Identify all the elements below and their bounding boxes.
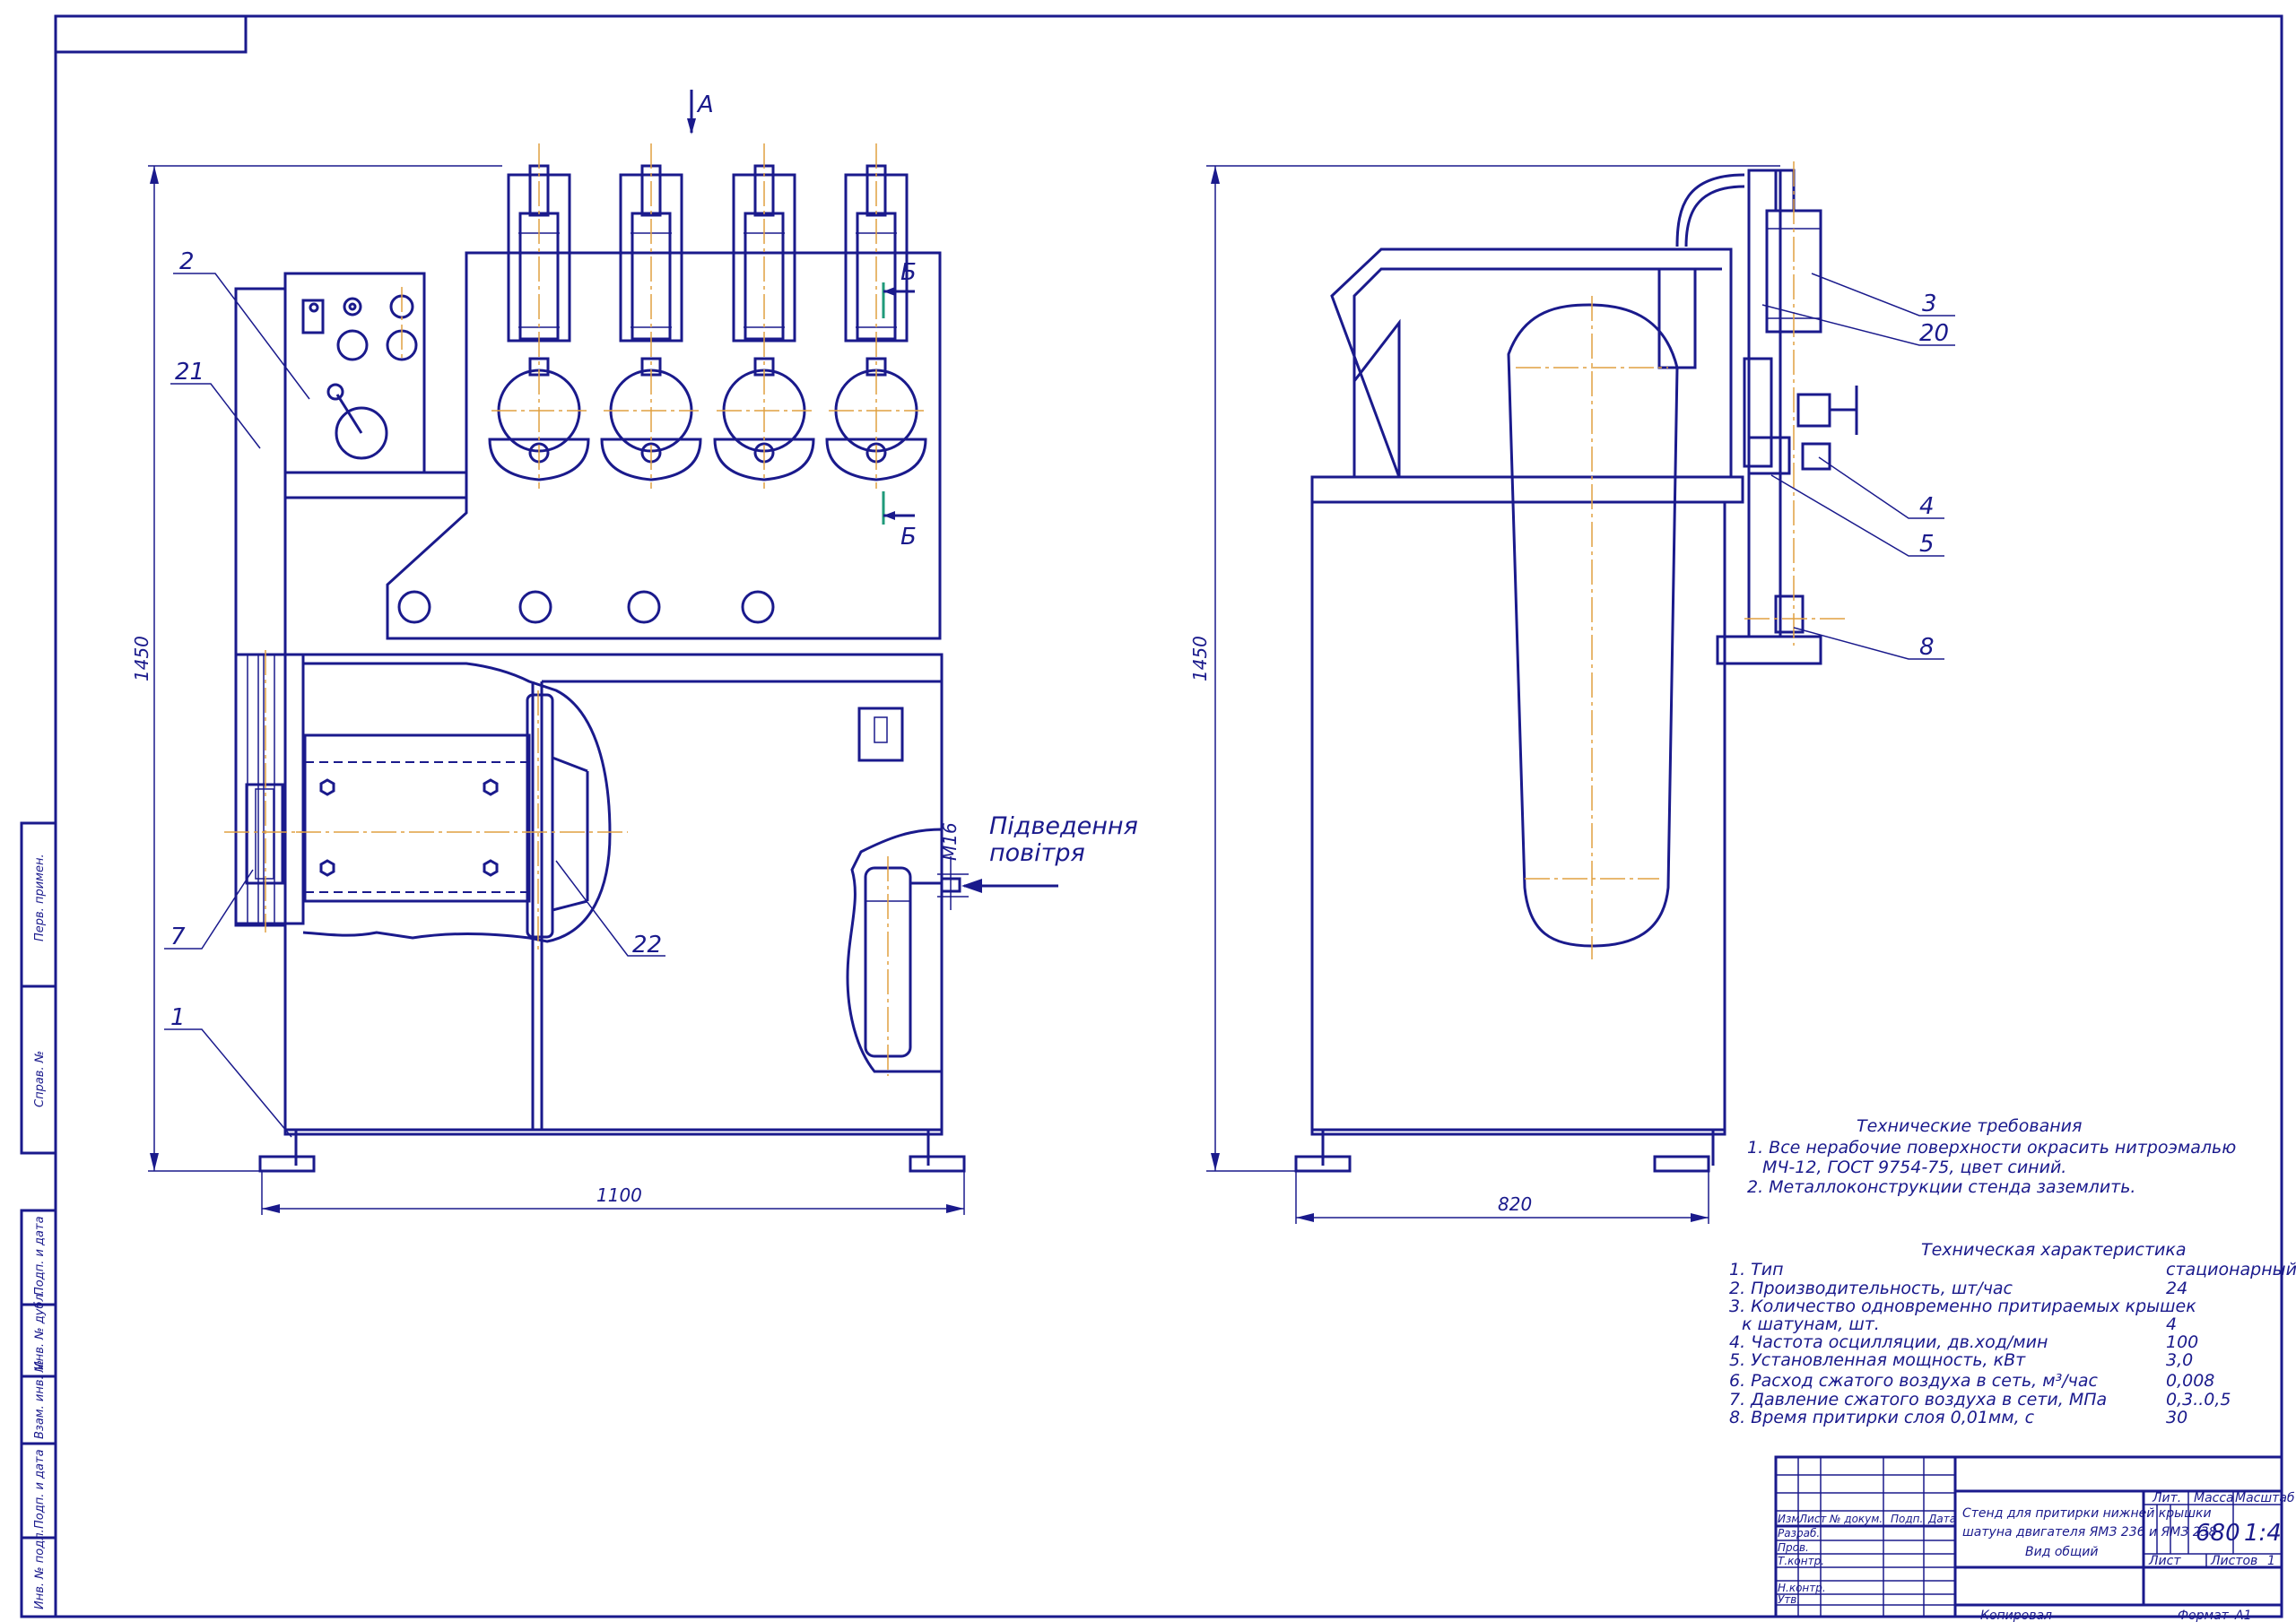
air-supply-line2: повітря bbox=[989, 839, 1085, 867]
tb-scale: 1:4 bbox=[2244, 1520, 2282, 1547]
stamp-inv-dubl: Инв. № дубл. bbox=[33, 1290, 47, 1370]
tb-role-appr: Утв. bbox=[1778, 1593, 1800, 1606]
tb-col-scale: Масштаб bbox=[2235, 1491, 2295, 1505]
pos-21-label: 21 bbox=[175, 359, 204, 386]
lapping-unit-2 bbox=[600, 143, 702, 489]
tb-hdr-list: Лист bbox=[1798, 1513, 1827, 1525]
fitting-dim: М16 bbox=[939, 822, 961, 861]
front-width-dim: 1100 bbox=[596, 1184, 642, 1206]
tb-hdr-date: Дата bbox=[1927, 1513, 1956, 1525]
tb-name-line-2: шатуна двигателя ЯМЗ 236 и ЯМЗ 238 bbox=[1962, 1525, 2217, 1540]
lapping-unit-4 bbox=[825, 143, 927, 489]
spec-value: 4 bbox=[2166, 1314, 2177, 1334]
pos-20-label: 20 bbox=[1919, 320, 1949, 347]
requirement-line-1: 1. Все нерабочие поверхности окрасить ни… bbox=[1747, 1138, 2236, 1158]
pos-2-label: 2 bbox=[179, 248, 195, 275]
spec-label: 1. Тип bbox=[1729, 1260, 1784, 1279]
spec-label: 3. Количество одновременно притираемых к… bbox=[1729, 1297, 2196, 1316]
tb-hdr-izm: Изм bbox=[1778, 1513, 1799, 1525]
tb-sheets-count: 1 bbox=[2267, 1554, 2275, 1568]
pos-3-label: 3 bbox=[1922, 291, 1937, 317]
spec-label: 7. Давление сжатого воздуха в сети, МПа bbox=[1729, 1390, 2107, 1409]
front-height-dim: 1450 bbox=[131, 636, 152, 681]
spec-label: 2. Производительность, шт/час bbox=[1729, 1279, 2013, 1298]
tb-col-lit: Лит. bbox=[2152, 1491, 2181, 1505]
side-height-dim: 1450 bbox=[1189, 636, 1211, 681]
spec-value: 0,3..0,5 bbox=[2166, 1390, 2231, 1409]
tb-hdr-sign: Подп. bbox=[1891, 1513, 1923, 1525]
tb-hdr-doc: № докум. bbox=[1829, 1513, 1883, 1525]
stamp-podp-data-1: Подп. и дата bbox=[33, 1216, 47, 1296]
stamp-sprav: Справ. № bbox=[33, 1051, 47, 1107]
pos-4-label: 4 bbox=[1919, 493, 1935, 520]
title-block: Изм Лист № докум. Подп. Дата Разраб. Про… bbox=[1774, 1455, 2295, 1622]
drawing-frame bbox=[54, 14, 2283, 1618]
requirements-title: Технические требования bbox=[1857, 1116, 2082, 1136]
spec-value: стационарный bbox=[2166, 1260, 2296, 1279]
spec-label: 4. Частота осцилляции, дв.ход/мин bbox=[1729, 1332, 2048, 1352]
spec-label: к шатунам, шт. bbox=[1742, 1314, 1880, 1334]
tb-role-ncontr: Н.контр. bbox=[1778, 1582, 1826, 1594]
pos-1-label: 1 bbox=[170, 1004, 186, 1031]
spec-rows: 1. Тип стационарный 2. Производительность,… bbox=[1729, 1260, 2296, 1427]
requirement-line-2: МЧ-12, ГОСТ 9754-75, цвет синий. bbox=[1762, 1158, 2066, 1177]
stamp-podp-data-2: Подп. и дата bbox=[33, 1449, 47, 1529]
view-a-label: А bbox=[696, 91, 714, 118]
lapping-unit-3 bbox=[713, 143, 815, 489]
lapping-unit-1 bbox=[488, 143, 590, 489]
spec-value: 30 bbox=[2166, 1408, 2187, 1427]
tb-name-line-1: Стенд для притирки нижней крышки bbox=[1962, 1506, 2212, 1521]
side-width-dim: 820 bbox=[1498, 1193, 1532, 1215]
section-b-bottom-label: Б bbox=[900, 524, 917, 551]
tb-format: Формат bbox=[2178, 1609, 2230, 1622]
tb-name-line-3: Вид общий bbox=[2025, 1545, 2098, 1559]
side-view: 1450 820 3 20 4 5 8 bbox=[1189, 161, 1955, 1224]
specs-title: Техническая характеристика bbox=[1921, 1240, 2186, 1260]
tb-col-mass: Масса bbox=[2194, 1491, 2234, 1505]
tb-sheets: Листов bbox=[2210, 1554, 2257, 1568]
section-b-top-label: Б bbox=[900, 259, 917, 286]
technical-specs: Техническая характеристика 1. Тип стацион… bbox=[1729, 1240, 2296, 1427]
tb-role-check: Пров. bbox=[1778, 1541, 1809, 1554]
spec-value: 100 bbox=[2166, 1332, 2198, 1352]
tb-role-dev: Разраб. bbox=[1778, 1527, 1820, 1540]
tb-mass: 680 bbox=[2196, 1520, 2240, 1547]
stamp-vzam-inv: Взам. инв. № bbox=[33, 1360, 47, 1439]
requirement-line-3: 2. Металлоконструкции стенда заземлить. bbox=[1747, 1177, 2135, 1197]
stamp-inv-podl: Инв. № подл. bbox=[33, 1529, 47, 1609]
tb-sheet: Лист bbox=[2148, 1554, 2181, 1568]
tb-role-tcontr: Т.контр. bbox=[1778, 1555, 1824, 1567]
pos-7-label: 7 bbox=[170, 924, 186, 950]
pos-8-label: 8 bbox=[1919, 634, 1935, 661]
tb-format-val: A1 bbox=[2234, 1609, 2251, 1622]
side-stamp: Перв. примен. Справ. № Подп. и дата Инв.… bbox=[20, 821, 57, 1618]
pos-5-label: 5 bbox=[1919, 531, 1935, 558]
spec-value: 0,008 bbox=[2166, 1371, 2214, 1391]
spec-label: 5. Установленная мощность, кВт bbox=[1729, 1350, 2026, 1370]
air-supply-line1: Підведення bbox=[989, 812, 1138, 840]
tb-copied: Копировал bbox=[1980, 1609, 2052, 1622]
front-view: Б Б А Підведення повітря М16 1450 1100 2… bbox=[131, 90, 1138, 1215]
stamp-perv-primen: Перв. примен. bbox=[33, 854, 47, 941]
pos-22-label: 22 bbox=[632, 932, 662, 958]
spec-value: 24 bbox=[2166, 1279, 2187, 1298]
technical-requirements: Технические требования 1. Все нерабочие … bbox=[1747, 1116, 2236, 1197]
spec-label: 6. Расход сжатого воздуха в сеть, м³/час bbox=[1729, 1371, 2098, 1391]
spec-label: 8. Время притирки слоя 0,01мм, с bbox=[1729, 1408, 2035, 1427]
spec-value: 3,0 bbox=[2166, 1350, 2193, 1370]
